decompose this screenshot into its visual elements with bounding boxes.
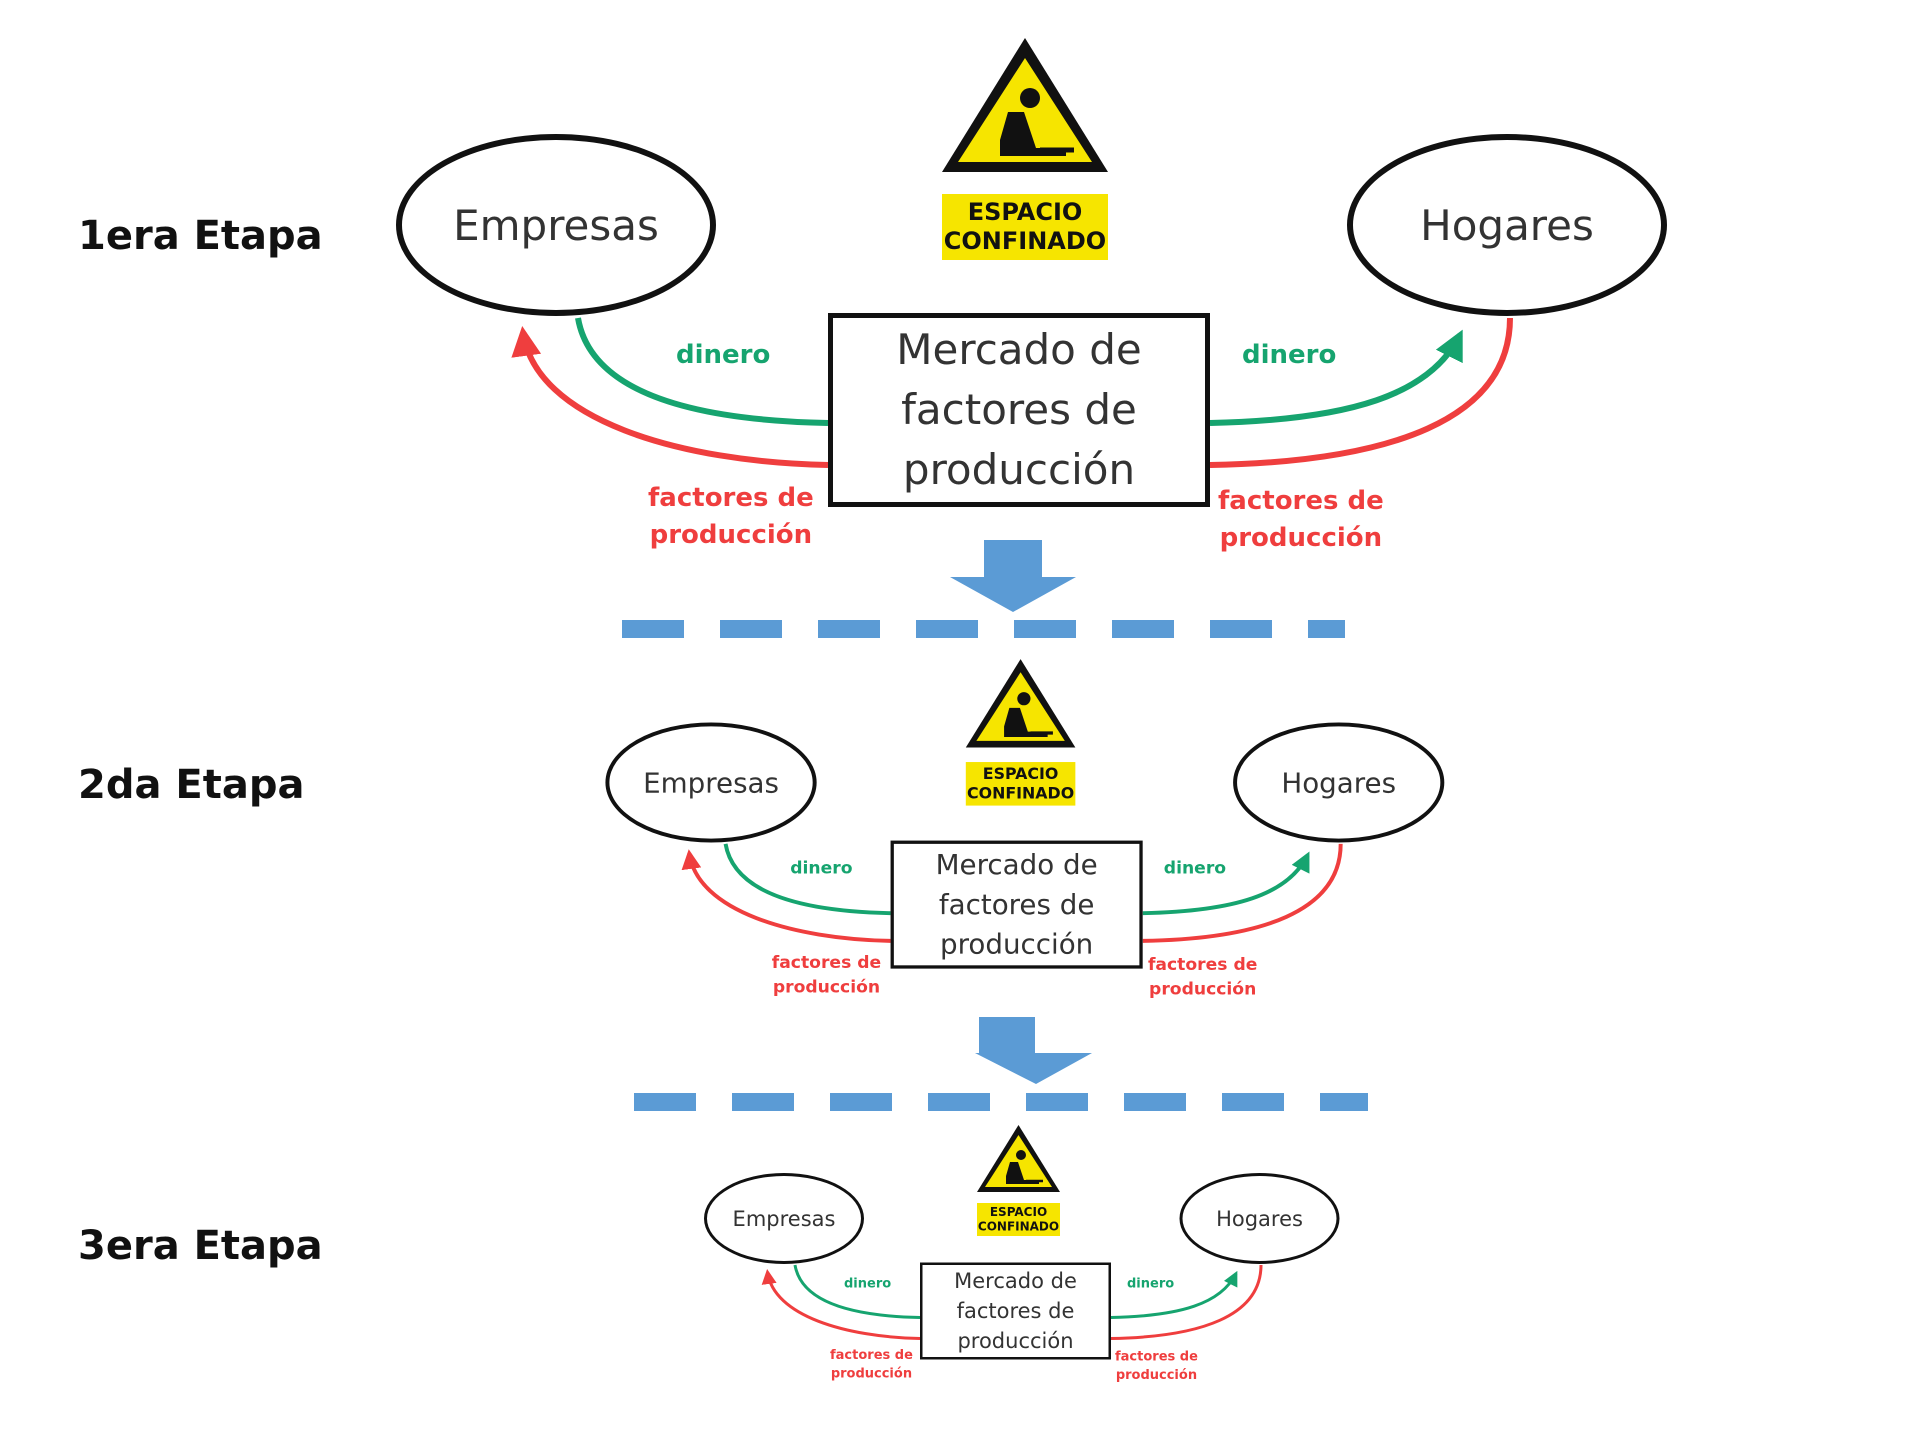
confined-space-warning-icon	[977, 1125, 1060, 1192]
sign-text-line-1: ESPACIO	[967, 198, 1083, 226]
market-label-line-1: Mercado de	[935, 848, 1098, 881]
factors-label-left: factores de producción	[648, 480, 814, 554]
confined-space-sign-text: ESPACIO CONFINADO	[965, 762, 1076, 806]
factors-label-right-line-1: factores de	[1147, 954, 1258, 975]
money-flow-to-households	[1209, 329, 1463, 426]
transition-2	[634, 1017, 1368, 1111]
factor-market-box: Mercado de factores de producción	[828, 313, 1210, 507]
factors-flow-to-firms	[681, 849, 891, 943]
market-label-line-2: factores de	[901, 385, 1137, 434]
factors-label-right: factores de producción	[1115, 1348, 1198, 1385]
sign-text-line-1: ESPACIO	[982, 764, 1059, 784]
market-label-line-3: producción	[902, 445, 1136, 494]
firms-node: Empresas	[605, 722, 817, 843]
factors-label-right: factores de producción	[1148, 953, 1257, 1002]
factors-label-right-line-2: producción	[1115, 1367, 1198, 1383]
confined-space-sign-text: ESPACIO CONFINADO	[942, 194, 1108, 260]
factors-label-left-line-2: producción	[830, 1366, 913, 1381]
factors-label-left-line-2: producción	[649, 520, 813, 550]
factors-label-right-line-2: producción	[1149, 979, 1257, 999]
market-label-line-2: factores de	[956, 1298, 1075, 1324]
sign-text-line-2: CONFINADO	[966, 783, 1075, 803]
factors-label-right-line-1: factores de	[1218, 486, 1384, 516]
money-flow-to-households	[1142, 851, 1310, 916]
factors-flow-to-firms	[761, 1269, 921, 1340]
factors-flow-from-households	[1209, 317, 1513, 468]
money-label-left: dinero	[790, 858, 853, 879]
money-flow-to-firms	[793, 1264, 921, 1319]
money-label-left: dinero	[844, 1276, 892, 1291]
stage-2-label: 2da Etapa	[78, 762, 305, 808]
money-label-right: dinero	[1163, 858, 1227, 879]
factors-label-right-line-2: producción	[1219, 523, 1383, 553]
money-flow-to-firms	[723, 843, 891, 916]
money-label-right: dinero	[1242, 340, 1337, 370]
down-arrow-icon	[950, 540, 1076, 612]
stage-3-label: 3era Etapa	[78, 1223, 323, 1269]
firms-node: Empresas	[396, 134, 716, 316]
factors-label-right-line-1: factores de	[1115, 1349, 1198, 1364]
households-node: Hogares	[1233, 722, 1445, 843]
factors-label-right: factores de producción	[1218, 483, 1384, 557]
market-label-line-3: producción	[940, 927, 1094, 961]
factors-flow-to-firms	[511, 326, 829, 468]
money-label-right: dinero	[1127, 1276, 1175, 1291]
market-label-line-2: factores de	[938, 888, 1095, 921]
factor-market-box: Mercado de factores de producción	[890, 840, 1143, 969]
market-label-line-1: Mercado de	[954, 1268, 1077, 1294]
factors-label-left-line-1: factores de	[648, 483, 814, 513]
confined-space-sign-text: ESPACIO CONFINADO	[977, 1203, 1060, 1236]
sign-text-line-2: CONFINADO	[977, 1219, 1060, 1234]
money-flow-to-households	[1110, 1270, 1238, 1319]
confined-space-warning-icon	[965, 659, 1076, 748]
sign-text-line-2: CONFINADO	[943, 227, 1107, 255]
sign-text-line-1: ESPACIO	[989, 1205, 1048, 1219]
factors-label-left-line-1: factores de	[830, 1347, 913, 1363]
factors-flow-from-households	[1110, 1264, 1263, 1340]
factors-flow-from-households	[1142, 843, 1343, 943]
market-label-line-3: producción	[957, 1328, 1074, 1354]
money-flow-to-firms	[575, 317, 829, 426]
factors-label-left-line-1: factores de	[771, 952, 882, 973]
households-node: Hogares	[1179, 1173, 1340, 1264]
confined-space-warning-icon	[942, 38, 1108, 172]
factors-label-left: factores de producción	[830, 1346, 913, 1383]
stage-1-label: 1era Etapa	[78, 213, 323, 259]
factor-market-box: Mercado de factores de producción	[920, 1262, 1111, 1360]
transition-1	[622, 540, 1345, 638]
down-arrow-icon	[975, 1017, 1092, 1084]
households-node: Hogares	[1347, 134, 1667, 316]
factors-label-left-line-2: producción	[772, 977, 881, 997]
firms-node: Empresas	[704, 1173, 864, 1264]
factors-label-left: factores de producción	[772, 951, 881, 1000]
market-label-line-1: Mercado de	[896, 325, 1142, 374]
money-label-left: dinero	[676, 340, 771, 370]
